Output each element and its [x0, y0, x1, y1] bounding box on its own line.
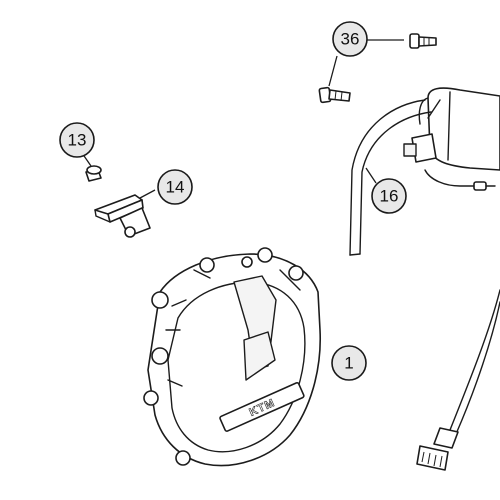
callout-1: 1 — [331, 345, 367, 381]
leader-36-lower — [328, 55, 338, 87]
leader-16 — [365, 167, 377, 184]
callout-14: 14 — [157, 169, 193, 205]
svg-text:13: 13 — [68, 131, 87, 150]
bolt-upper — [409, 33, 437, 49]
callout-36: 36 — [332, 21, 368, 57]
ignition-cover: KTM — [143, 247, 322, 467]
callout-16: 16 — [371, 178, 407, 214]
leader-14 — [139, 189, 156, 199]
svg-text:14: 14 — [166, 178, 185, 197]
ignition-coil — [403, 87, 500, 191]
svg-text:16: 16 — [380, 187, 399, 206]
bolt-lower — [318, 86, 351, 104]
bracket-14 — [94, 194, 151, 238]
svg-text:1: 1 — [344, 354, 353, 373]
screw-13 — [85, 165, 102, 182]
callout-13: 13 — [59, 122, 95, 158]
svg-text:36: 36 — [341, 30, 360, 49]
pulse-generator-cable — [416, 289, 500, 471]
spark-plug-cable — [349, 99, 432, 256]
